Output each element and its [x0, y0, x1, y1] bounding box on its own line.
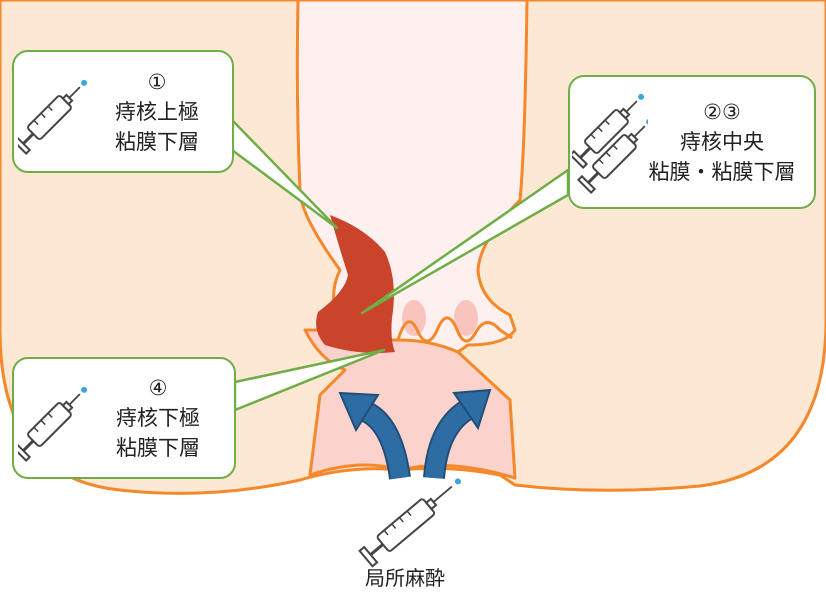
- callout-lower-pole: ④ 痔核下極 粘膜下層: [12, 357, 236, 479]
- callout-location: 痔核中央: [680, 130, 764, 154]
- mucosal-fold: [454, 300, 478, 336]
- callout-layer: 粘膜・粘膜下層: [648, 160, 796, 184]
- dentate-line: [396, 316, 513, 343]
- callout-number: ①: [147, 69, 167, 94]
- local-anesthesia-label: 局所麻酔: [365, 566, 445, 590]
- callout-upper-pole: ① 痔核上極 粘膜下層: [12, 50, 234, 173]
- curved-arrow-icon: [423, 388, 492, 480]
- syringe-icon: [358, 478, 461, 568]
- hemorrhoid: [316, 215, 395, 354]
- callout-layer: 粘膜下層: [115, 129, 199, 154]
- syringe-icon: [18, 386, 88, 463]
- callout-number: ②③: [703, 100, 741, 124]
- mucosal-fold: [402, 300, 426, 336]
- callout-location: 痔核上極: [115, 99, 199, 124]
- callout-location: 痔核下極: [116, 406, 200, 430]
- curved-arrow-icon: [338, 391, 411, 480]
- callout-center: ②③ 痔核中央 粘膜・粘膜下層: [568, 75, 816, 209]
- syringe-icon: [572, 93, 648, 195]
- callout-layer: 粘膜下層: [116, 436, 200, 460]
- callout-number: ④: [148, 376, 168, 400]
- syringe-icon: [18, 79, 88, 156]
